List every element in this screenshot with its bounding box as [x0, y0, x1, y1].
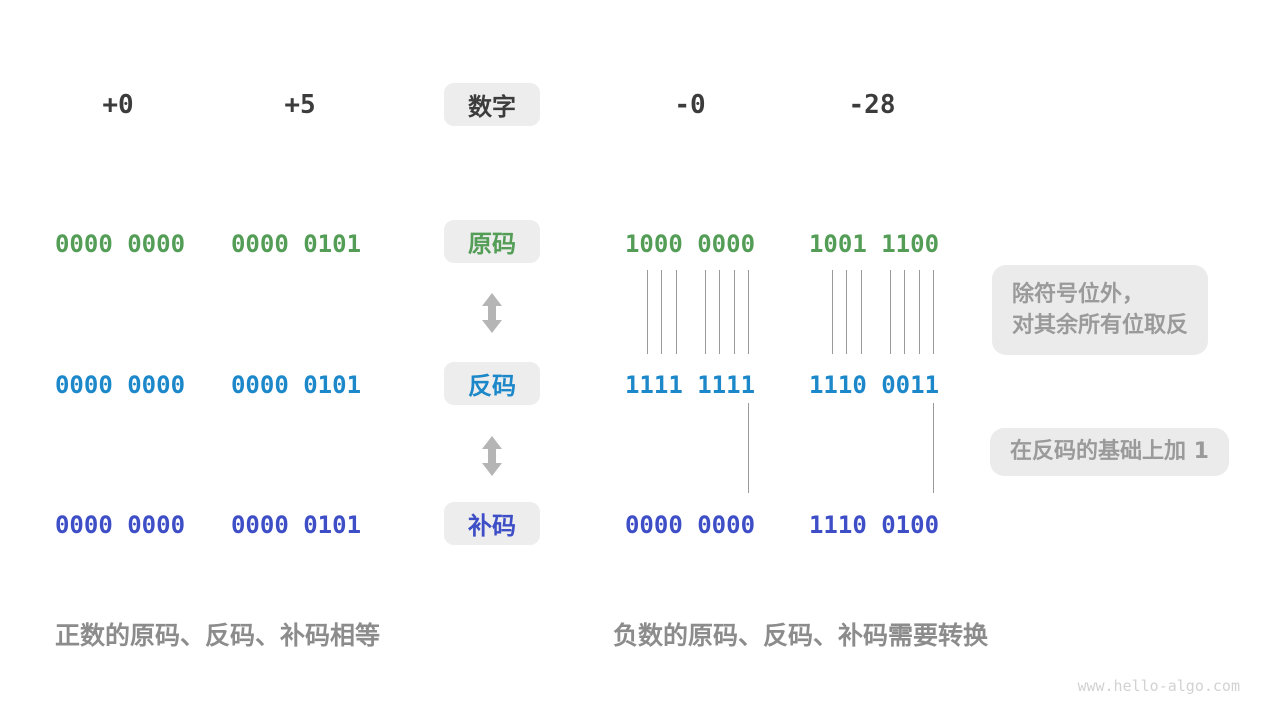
- positive-caption: 正数的原码、反码、补码相等: [55, 621, 381, 650]
- twos-complement-neg-zero: 0000 0000: [624, 511, 756, 539]
- ones-complement-pos-zero: 0000 0000: [54, 371, 186, 399]
- sign-magnitude-pos-zero: 0000 0000: [54, 230, 186, 258]
- double-arrow-icon: [482, 293, 502, 333]
- ones-complement-pos-five: 0000 0101: [230, 371, 362, 399]
- twos-complement-badge: 补码: [444, 502, 540, 545]
- sign-magnitude-neg-28: 1001 1100: [808, 230, 940, 258]
- number-label-pos-five: +5: [284, 90, 316, 120]
- invert-bits-note: 除符号位外， 对其余所有位取反: [992, 265, 1209, 355]
- sign-magnitude-badge: 原码: [444, 220, 540, 263]
- add-one-note: 在反码的基础上加 1: [990, 428, 1229, 476]
- number-label-neg-28: -28: [848, 90, 896, 120]
- number-badge: 数字: [444, 83, 540, 126]
- double-arrow-icon: [482, 436, 502, 476]
- ones-complement-neg-zero: 1111 1111: [624, 371, 756, 399]
- sign-magnitude-pos-five: 0000 0101: [230, 230, 362, 258]
- watermark: www.hello-algo.com: [1077, 677, 1240, 695]
- sign-magnitude-neg-zero: 1000 0000: [624, 230, 756, 258]
- ones-complement-neg-28: 1110 0011: [808, 371, 940, 399]
- number-label-pos-zero: +0: [102, 90, 134, 120]
- ones-complement-badge: 反码: [444, 362, 540, 405]
- twos-complement-pos-zero: 0000 0000: [54, 511, 186, 539]
- twos-complement-neg-28: 1110 0100: [808, 511, 940, 539]
- negative-caption: 负数的原码、反码、补码需要转换: [613, 621, 989, 650]
- twos-complement-pos-five: 0000 0101: [230, 511, 362, 539]
- number-label-neg-zero: -0: [674, 90, 706, 120]
